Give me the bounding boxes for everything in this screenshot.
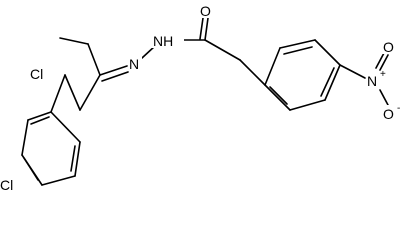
bond bbox=[101, 71, 129, 82]
bond bbox=[59, 37, 89, 45]
chlorine-upper-label: Cl bbox=[30, 66, 43, 82]
carbonyl-oxygen-label: O bbox=[200, 3, 211, 19]
bond bbox=[379, 54, 389, 71]
bond bbox=[279, 39, 316, 49]
label-background bbox=[382, 105, 396, 121]
bond bbox=[21, 119, 29, 156]
bond bbox=[289, 99, 326, 111]
bond bbox=[339, 64, 366, 79]
chlorine-lower-label: Cl bbox=[0, 177, 13, 193]
bond bbox=[204, 39, 241, 61]
nitro-oxygen-top-label: O bbox=[383, 39, 394, 55]
hydrazone-nitrogen-label: N bbox=[129, 56, 139, 72]
nitro-oxygen-charge: - bbox=[397, 103, 400, 114]
bond bbox=[239, 59, 266, 86]
label-background bbox=[382, 38, 396, 54]
bond bbox=[50, 74, 66, 113]
bond bbox=[379, 89, 389, 106]
nitro-nitrogen-label: N bbox=[367, 73, 377, 89]
bond bbox=[74, 141, 81, 177]
bond bbox=[99, 65, 128, 76]
label-background bbox=[128, 55, 142, 71]
bond bbox=[375, 52, 385, 69]
label-background bbox=[30, 65, 48, 81]
bond-layer bbox=[21, 17, 389, 186]
bond bbox=[41, 175, 76, 186]
label-background bbox=[199, 2, 213, 18]
bond bbox=[50, 111, 81, 143]
bond bbox=[23, 157, 39, 181]
bond bbox=[79, 74, 101, 111]
bond bbox=[269, 86, 288, 105]
bond bbox=[64, 74, 81, 111]
bond bbox=[87, 43, 101, 76]
bond bbox=[264, 47, 281, 86]
bond bbox=[264, 84, 291, 111]
bond bbox=[30, 116, 50, 125]
bond bbox=[199, 17, 204, 40]
nh-label: NH bbox=[153, 33, 173, 49]
bond bbox=[324, 64, 341, 101]
bond bbox=[320, 67, 335, 97]
bond bbox=[204, 17, 209, 41]
bond bbox=[283, 46, 313, 55]
molecule-structure: Cl Cl N NH O N + O O - bbox=[0, 2, 400, 193]
atom-label-layer: Cl Cl N NH O N + O O - bbox=[0, 2, 400, 193]
label-background bbox=[366, 72, 380, 88]
bond bbox=[314, 39, 341, 66]
nitro-nitrogen-charge: + bbox=[380, 69, 386, 80]
label-background bbox=[0, 176, 18, 192]
nitro-oxygen-bottom-label: O bbox=[383, 106, 394, 122]
bond bbox=[70, 145, 76, 172]
bond bbox=[27, 111, 52, 121]
label-background bbox=[151, 32, 184, 48]
